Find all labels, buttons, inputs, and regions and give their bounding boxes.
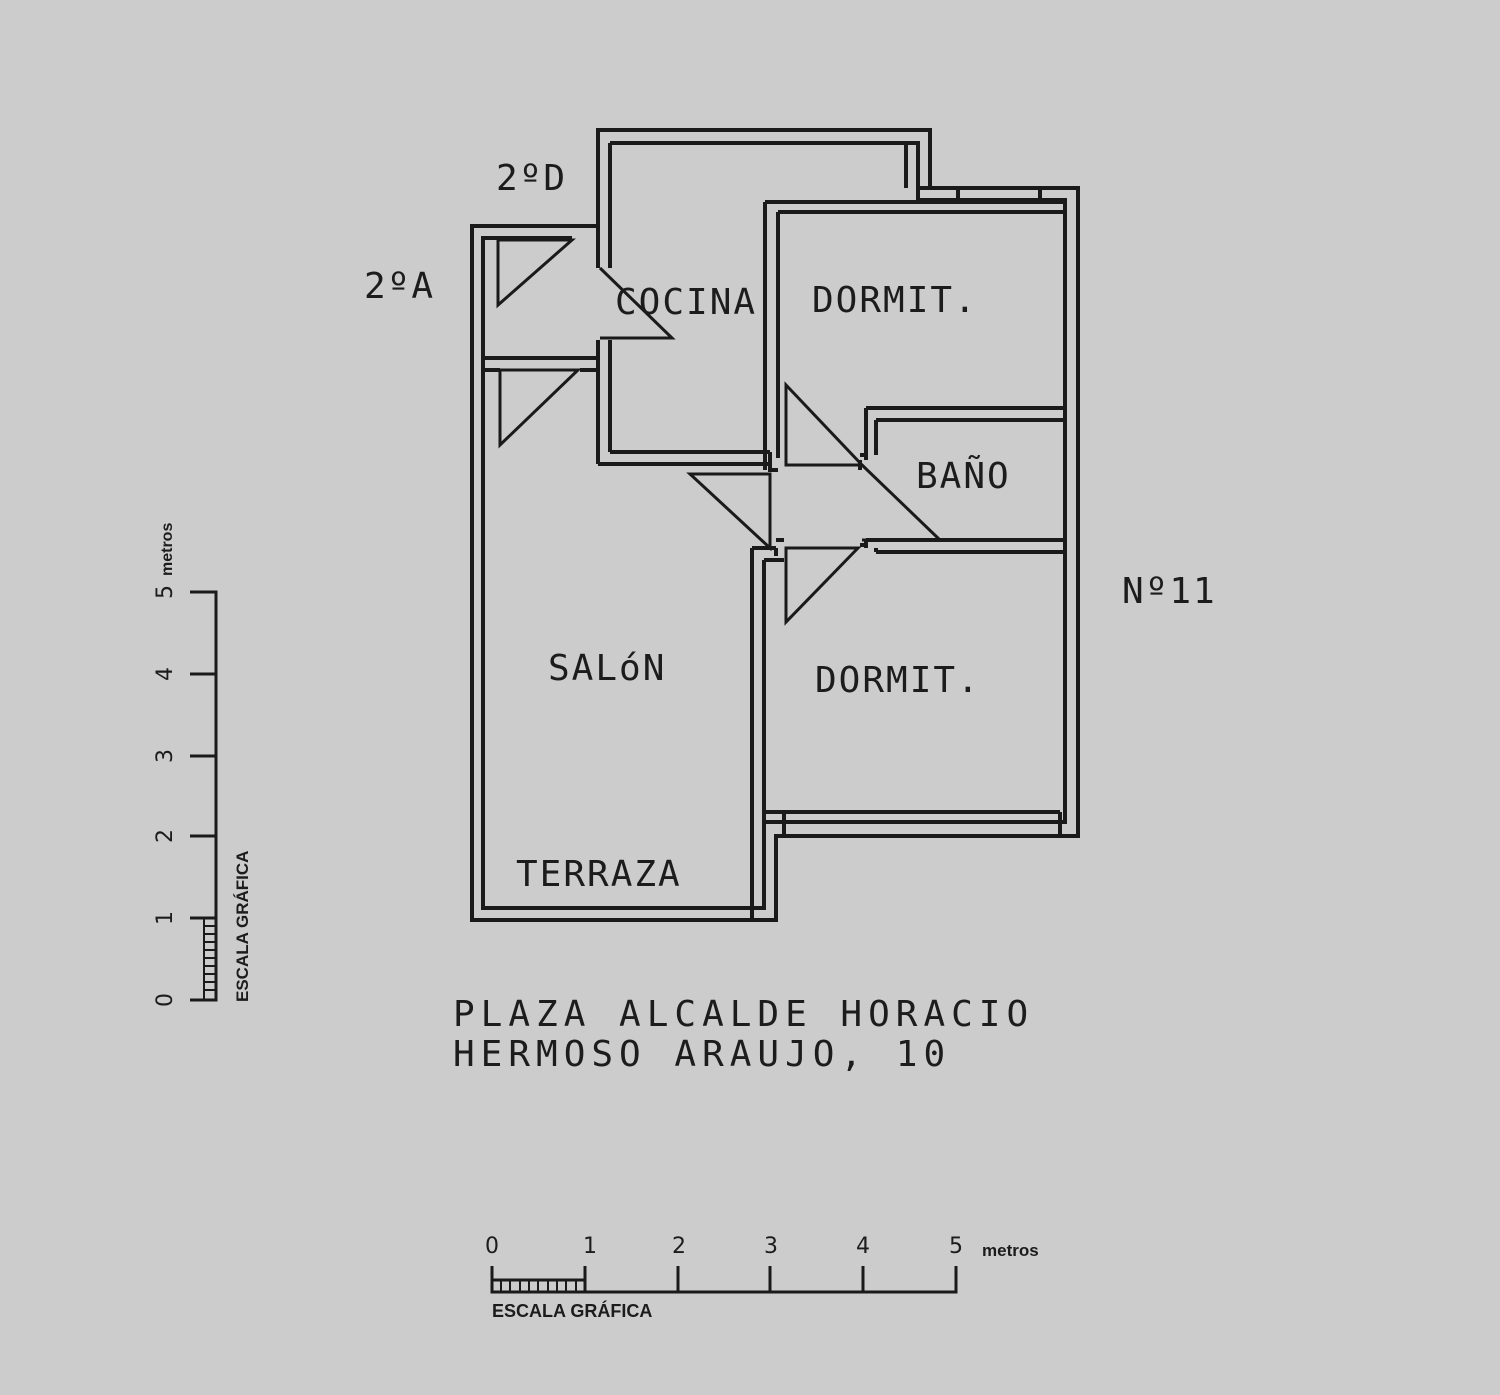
door-hall-left xyxy=(686,472,772,552)
room-label-dormit-2: DORMIT. xyxy=(815,660,981,701)
room-label-bano: BAÑO xyxy=(916,455,1011,497)
hscale-tick-0: 0 xyxy=(485,1234,499,1259)
vertical-scale-tick-labels: 0 1 2 3 4 5 metros xyxy=(153,523,178,1007)
address-line-2: HERMOSO ARAUJO, 10 xyxy=(453,1034,951,1075)
door-dormit1 xyxy=(784,381,866,467)
door-kitchen xyxy=(598,266,676,340)
door-swings xyxy=(496,238,944,626)
vertical-scale-bar: 0 1 2 3 4 5 metros ESCALA GRÁFICA xyxy=(153,523,252,1007)
neighbor-labels: 2ºD 2ºA Nº11 xyxy=(364,158,1217,612)
hscale-unit: metros xyxy=(982,1241,1039,1260)
bano-south-wall xyxy=(864,538,1065,554)
hscale-tick-4: 4 xyxy=(856,1234,870,1259)
hscale-caption: ESCALA GRÁFICA xyxy=(492,1300,652,1321)
vscale-tick-3: 3 xyxy=(153,749,178,763)
vscale-tick-0: 0 xyxy=(153,993,178,1007)
vscale-unit: metros xyxy=(159,523,176,576)
door-dormit2 xyxy=(784,546,862,626)
vertical-scale-subticks xyxy=(203,918,216,1000)
horizontal-scale-subticks xyxy=(500,1280,577,1292)
vscale-tick-4: 4 xyxy=(153,667,178,681)
outer-wall-outline xyxy=(470,128,1080,922)
walls xyxy=(470,128,1080,922)
outer-wall-inner-line xyxy=(481,141,1067,910)
address-line-1: PLAZA ALCALDE HORACIO xyxy=(453,994,1034,1035)
dormit1-south-wall xyxy=(864,406,1065,460)
kitchen-south-wall xyxy=(598,450,770,466)
horizontal-scale-bar: 0 1 2 3 4 5 metros ESCALA GRÁFICA xyxy=(485,1234,1039,1321)
hscale-tick-5: 5 xyxy=(949,1234,963,1259)
room-labels: COCINA DORMIT. BAÑO SALóN DORMIT. TERRAZ… xyxy=(516,280,1011,895)
neighbor-label-2d: 2ºD xyxy=(496,158,567,199)
hscale-tick-1: 1 xyxy=(583,1234,597,1259)
room-label-terraza: TERRAZA xyxy=(516,854,682,895)
corridor-west-wall xyxy=(483,356,598,372)
room-label-dormit-1: DORMIT. xyxy=(812,280,978,321)
door-entry-top xyxy=(496,238,576,309)
hscale-tick-2: 2 xyxy=(672,1234,686,1259)
neighbor-label-2a: 2ºA xyxy=(364,266,435,307)
kitchen-west-wall xyxy=(596,143,612,464)
hscale-tick-3: 3 xyxy=(764,1234,778,1259)
room-label-salon: SALóN xyxy=(548,648,666,689)
door-corridor-salon xyxy=(498,368,582,449)
vscale-tick-1: 1 xyxy=(153,911,178,925)
kitchen-dormit-partition xyxy=(763,143,1065,470)
dormit2-south-wall xyxy=(764,810,1062,836)
room-label-cocina: COCINA xyxy=(615,282,757,323)
vscale-tick-2: 2 xyxy=(153,829,178,843)
vscale-caption: ESCALA GRÁFICA xyxy=(233,851,252,1002)
horizontal-scale-axis xyxy=(490,1266,958,1294)
neighbor-label-n11: Nº11 xyxy=(1122,571,1217,612)
salon-dormit2-partition xyxy=(750,546,784,918)
vscale-tick-5: 5 xyxy=(153,585,178,599)
address-block: PLAZA ALCALDE HORACIO HERMOSO ARAUJO, 10 xyxy=(453,994,1034,1075)
door-bano xyxy=(860,463,944,542)
vertical-scale-caption-wrap: ESCALA GRÁFICA xyxy=(233,851,252,1002)
